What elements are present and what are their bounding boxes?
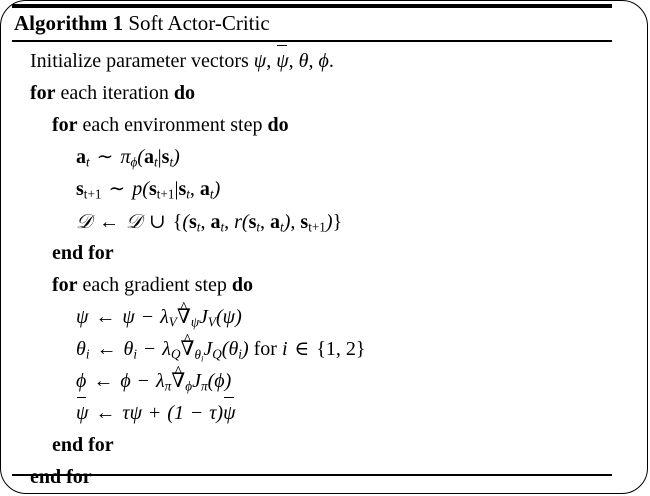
algorithm-body: Initialize parameter vectors ψ, ψ, θ, ϕ.… [14,45,634,493]
equation-update-psi-bar: ψ ← τψ + (1 − τ)ψ [76,397,236,424]
pseudocode-line-for-gradient-step: for each gradient step do [14,269,634,301]
theta-for-keyword: for [253,338,277,360]
equation-sample-action: at ∼ πϕ(at|st) [76,146,180,170]
keyword-for: for [52,274,78,296]
pseudocode-line-update-phi: ϕ ← ϕ − λπ∇ϕJπ(ϕ) [14,365,634,397]
keyword-do: do [267,114,289,136]
algorithm-top-rule [12,4,612,8]
pseudocode-line-sample-action: at ∼ πϕ(at|st) [14,141,634,173]
pseudocode-line-sample-next-state: st+1 ∼ p(st+1|st, at) [14,173,634,205]
for-environment-step-text: each environment step [82,114,263,136]
pseudocode-line-update-psi-bar: ψ ← τψ + (1 − τ)ψ [14,397,634,429]
equation-update-theta: θi ← θi − λQ∇θiJQ(θi) [76,338,249,362]
pseudocode-line-update-psi: ψ ← ψ − λV∇ψJV(ψ) [14,301,634,333]
pseudocode-line-initialize: Initialize parameter vectors ψ, ψ, θ, ϕ. [14,45,634,77]
keyword-do: do [231,274,254,296]
keyword-for: for [52,114,78,136]
equation-append-buffer: 𝒟 ← 𝒟 ∪ {(st, at, r(st, at), st+1)} [76,209,343,235]
for-gradient-step-text: each gradient step [82,274,227,296]
algorithm-header: Algorithm 1 Soft Actor-Critic [14,8,270,38]
algorithm-title: Soft Actor-Critic [128,11,270,35]
pseudocode-line-end-for-environment-step: end for [14,237,634,269]
keyword-for: for [30,82,56,104]
pseudocode-line-end-for-gradient-step: end for [14,429,634,461]
for-iteration-text: each iteration [60,82,169,104]
pseudocode-line-for-environment-step: for each environment step do [14,109,634,141]
initialize-label: Initialize parameter vectors [30,50,249,72]
keyword-end-for: end for [52,242,114,264]
keyword-end-for: end for [52,434,114,456]
algorithm-header-rule [12,40,612,42]
pseudocode-line-end-for-iteration: end for [14,461,634,493]
equation-update-psi: ψ ← ψ − λV∇ψJV(ψ) [76,306,242,329]
pseudocode-line-append-buffer: 𝒟 ← 𝒟 ∪ {(st, at, r(st, at), st+1)} [14,205,634,237]
equation-update-phi: ϕ ← ϕ − λπ∇ϕJπ(ϕ) [76,370,231,393]
keyword-do: do [173,82,195,104]
keyword-end-for: end for [30,466,92,488]
pseudocode-line-update-theta: θi ← θi − λQ∇θiJQ(θi) for i ∈ {1, 2} [14,333,634,365]
algorithm-number-label: Algorithm 1 [14,11,124,35]
algorithm-bottom-rule [12,474,612,476]
pseudocode-line-for-iteration: for each iteration do [14,77,634,109]
equation-sample-next-state: st+1 ∼ p(st+1|st, at) [76,178,221,202]
